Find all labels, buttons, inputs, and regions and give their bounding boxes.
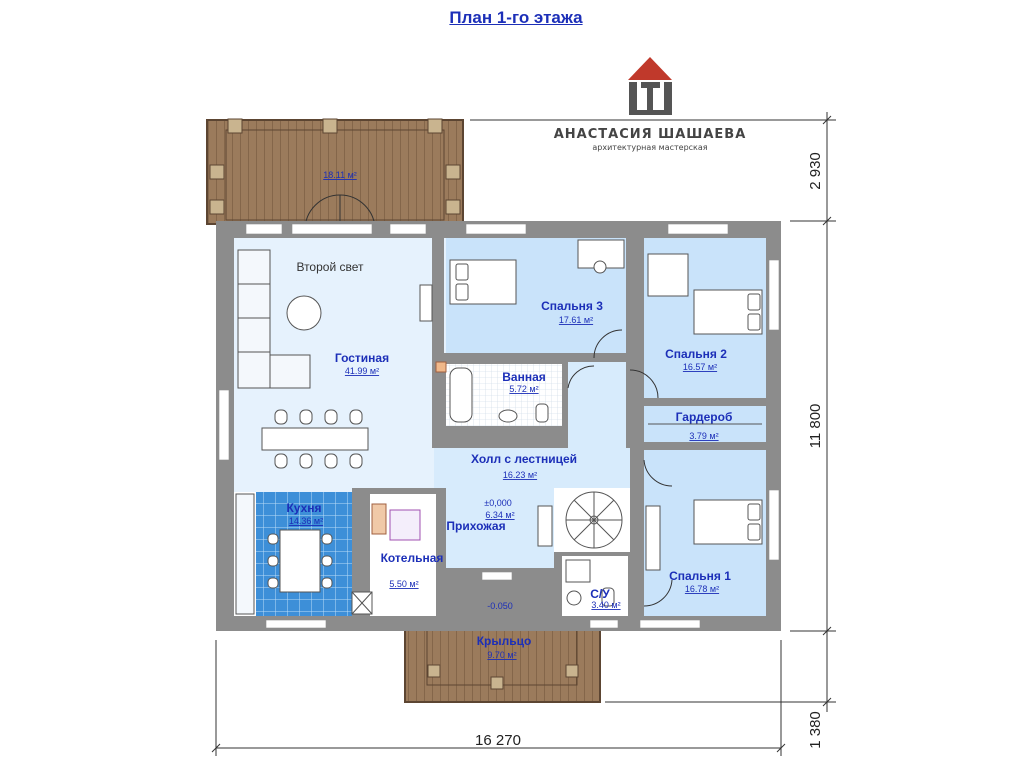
logo-roof-icon xyxy=(628,57,672,80)
bathtub xyxy=(449,367,473,423)
logo-wall-icon xyxy=(629,82,637,115)
porch-level: -0.050 xyxy=(487,601,513,611)
bedroom1-name: Спальня 1 xyxy=(669,569,731,583)
kitchen-name: Кухня xyxy=(286,501,321,515)
boiler-name: Котельная xyxy=(381,551,444,565)
brand-name: АНАСТАСИЯ ШАШАЕВА xyxy=(554,127,747,142)
bath-name: Ванная xyxy=(502,370,546,384)
kitchen-counter xyxy=(235,493,255,615)
bedroom2-name: Спальня 2 xyxy=(665,347,727,361)
bedroom3-name: Спальня 3 xyxy=(541,299,603,313)
living-note: Второй свет xyxy=(296,260,364,274)
porch-name: Крыльцо xyxy=(477,634,532,648)
terrace xyxy=(206,118,464,231)
dining-table xyxy=(261,427,369,451)
hall-area: 16.23 м² xyxy=(503,470,537,480)
hall xyxy=(434,448,630,488)
sofa xyxy=(237,249,271,389)
brand-logo xyxy=(628,57,672,116)
living-name: Гостиная xyxy=(335,351,389,365)
bedroom2-area: 16.57 м² xyxy=(683,362,717,372)
dimension-lines xyxy=(211,112,836,756)
dim-width: 16 270 xyxy=(475,732,521,749)
wc-area: 3.40 м² xyxy=(591,600,620,610)
hall-corridor xyxy=(562,362,628,448)
boiler-area: 5.50 м² xyxy=(389,579,418,589)
porch-area: 9.70 м² xyxy=(487,650,516,660)
entrance xyxy=(446,488,554,568)
dim-porch: 1 380 xyxy=(807,711,824,749)
dim-terrace: 2 930 xyxy=(807,152,824,190)
dim-main: 11 800 xyxy=(807,404,824,449)
bedroom1-area: 16.78 м² xyxy=(685,584,719,594)
entrance-name: Прихожая xyxy=(446,519,505,533)
wardrobe-name: Гардероб xyxy=(676,410,733,424)
windows xyxy=(218,223,780,629)
kitchen-table xyxy=(279,529,321,593)
wc-name: С/У xyxy=(590,587,610,601)
boiler xyxy=(389,509,421,541)
coffee-table xyxy=(286,295,322,331)
entrance-area: 6.34 м² xyxy=(485,510,514,520)
wardrobe-area: 3.79 м² xyxy=(689,431,718,441)
entrance-level: ±0,000 xyxy=(484,498,511,508)
bath-area: 5.72 м² xyxy=(509,384,538,394)
door-swings xyxy=(567,329,673,607)
interior-walls xyxy=(352,238,766,616)
toilet xyxy=(535,403,549,423)
hall-name: Холл с лестницей xyxy=(471,452,577,466)
page-title: План 1-го этажа xyxy=(449,8,583,27)
brand-subtitle: архитектурная мастерская xyxy=(592,143,707,152)
kitchen-area: 14.36 м² xyxy=(289,516,323,526)
terrace-area: 18.11 м² xyxy=(323,170,357,180)
bedroom3-area: 17.61 м² xyxy=(559,315,593,325)
living-area: 41.99 м² xyxy=(345,366,379,376)
